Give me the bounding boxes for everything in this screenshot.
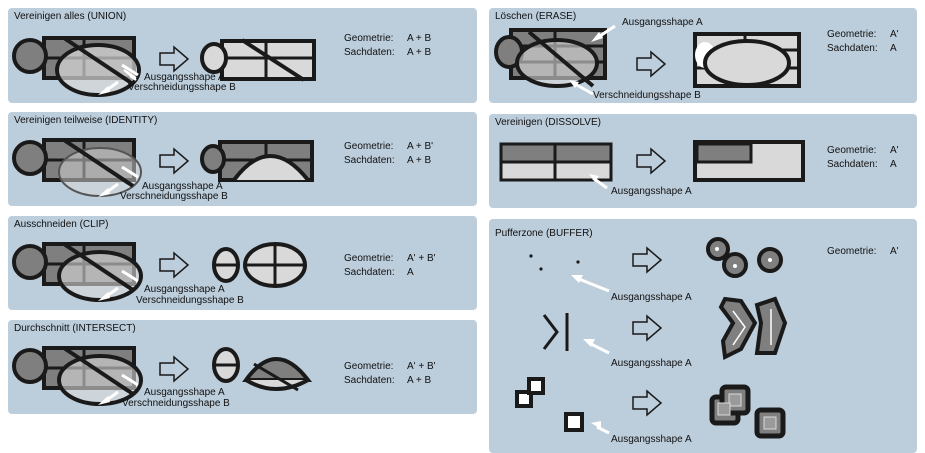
geometry-value: A' <box>890 246 899 257</box>
clip-diagram <box>12 242 307 302</box>
label-intersect-shape: Verschneidungsshape B <box>122 398 230 409</box>
geometry-value: A' + B' <box>407 253 436 264</box>
panel-title: Vereinigen alles (UNION) <box>14 11 127 22</box>
dissolve-diagram <box>499 140 805 190</box>
panel-title: Vereinigen teilweise (IDENTITY) <box>14 115 158 126</box>
intersect-diagram <box>12 346 313 406</box>
input-shapes <box>12 36 141 97</box>
attributes: Geometrie:A' <box>827 246 899 257</box>
panel-title: Ausschneiden (CLIP) <box>14 219 109 230</box>
label-source-shape: Ausgangsshape A <box>611 292 692 303</box>
panel-dissolve: Vereinigen (DISSOLVE) Ausgangsshape A Ge… <box>489 114 917 208</box>
label-source-shape: Ausgangsshape A <box>144 387 225 398</box>
panel-identity: Vereinigen teilweise (IDENTITY) Ausgangs… <box>8 112 477 206</box>
panel-title: Pufferzone (BUFFER) <box>495 228 593 239</box>
erase-diagram <box>494 24 801 96</box>
attributes: Geometrie:A' Sachdaten:A <box>827 145 899 170</box>
attributes: Geometrie:A' + B' Sachdaten:A <box>344 253 436 278</box>
data-value: A + B <box>407 155 432 166</box>
geometry-value: A' <box>890 145 899 156</box>
data-value: A <box>890 159 897 170</box>
label-intersect-shape: Verschneidungsshape B <box>128 82 236 93</box>
arrow-right-icon <box>636 147 667 175</box>
arrow-right-icon <box>636 50 667 78</box>
panel-clip: Ausschneiden (CLIP) Ausgangsshape A Vers… <box>8 216 477 310</box>
label-source-shape: Ausgangsshape A <box>144 284 225 295</box>
data-value: A + B <box>407 375 432 386</box>
geometry-value: A' + B' <box>407 361 436 372</box>
arrow-right-icon <box>632 314 663 342</box>
attributes: Geometrie:A' Sachdaten:A <box>827 29 899 54</box>
label-intersect-shape: Verschneidungsshape B <box>593 90 701 101</box>
identity-diagram <box>12 138 314 197</box>
label-intersect-shape: Verschneidungsshape B <box>120 191 228 202</box>
panel-erase: Löschen (ERASE) Ausgangsshape A Verschne… <box>489 8 917 103</box>
label-source-shape: Ausgangsshape A <box>611 434 692 445</box>
label-source-shape: Ausgangsshape A <box>611 186 692 197</box>
label-source-shape: Ausgangsshape A <box>611 358 692 369</box>
attributes: Geometrie:A + B Sachdaten:A + B <box>344 33 432 58</box>
panel-title: Löschen (ERASE) <box>495 11 577 22</box>
panel-title: Vereinigen (DISSOLVE) <box>495 117 601 128</box>
arrow-right-icon <box>159 355 190 383</box>
result-shapes <box>200 38 316 82</box>
arrow-right-icon <box>632 389 663 417</box>
data-value: A <box>890 43 897 54</box>
buffer-diagram <box>515 237 788 439</box>
label-intersect-shape: Verschneidungsshape B <box>136 295 244 306</box>
data-value: A <box>407 267 414 278</box>
pointer-arrow <box>123 69 137 81</box>
geometry-value: A + B <box>407 33 432 44</box>
attributes: Geometrie:A' + B' Sachdaten:A + B <box>344 361 436 386</box>
label-source-shape: Ausgangsshape A <box>144 72 225 83</box>
arrow-right-icon <box>159 251 190 279</box>
panel-union: Vereinigen alles (UNION) Ausgangsshape A… <box>8 8 477 103</box>
geometry-value: A + B' <box>407 141 434 152</box>
union-diagram <box>12 36 316 97</box>
panel-title: Durchschnitt (INTERSECT) <box>14 323 136 334</box>
label-source-shape: Ausgangsshape A <box>622 17 703 28</box>
arrow-right-icon <box>632 246 663 274</box>
panel-buffer: Pufferzone (BUFFER) <box>489 219 917 453</box>
label-source-shape: Ausgangsshape A <box>142 181 223 192</box>
arrow-right-icon <box>159 45 190 73</box>
data-value: A + B <box>407 47 432 58</box>
geometry-value: A' <box>890 29 899 40</box>
arrow-right-icon <box>159 147 190 175</box>
panel-intersect: Durchschnitt (INTERSECT) Ausgangsshape A… <box>8 320 477 414</box>
attributes: Geometrie:A + B' Sachdaten:A + B <box>344 141 434 166</box>
